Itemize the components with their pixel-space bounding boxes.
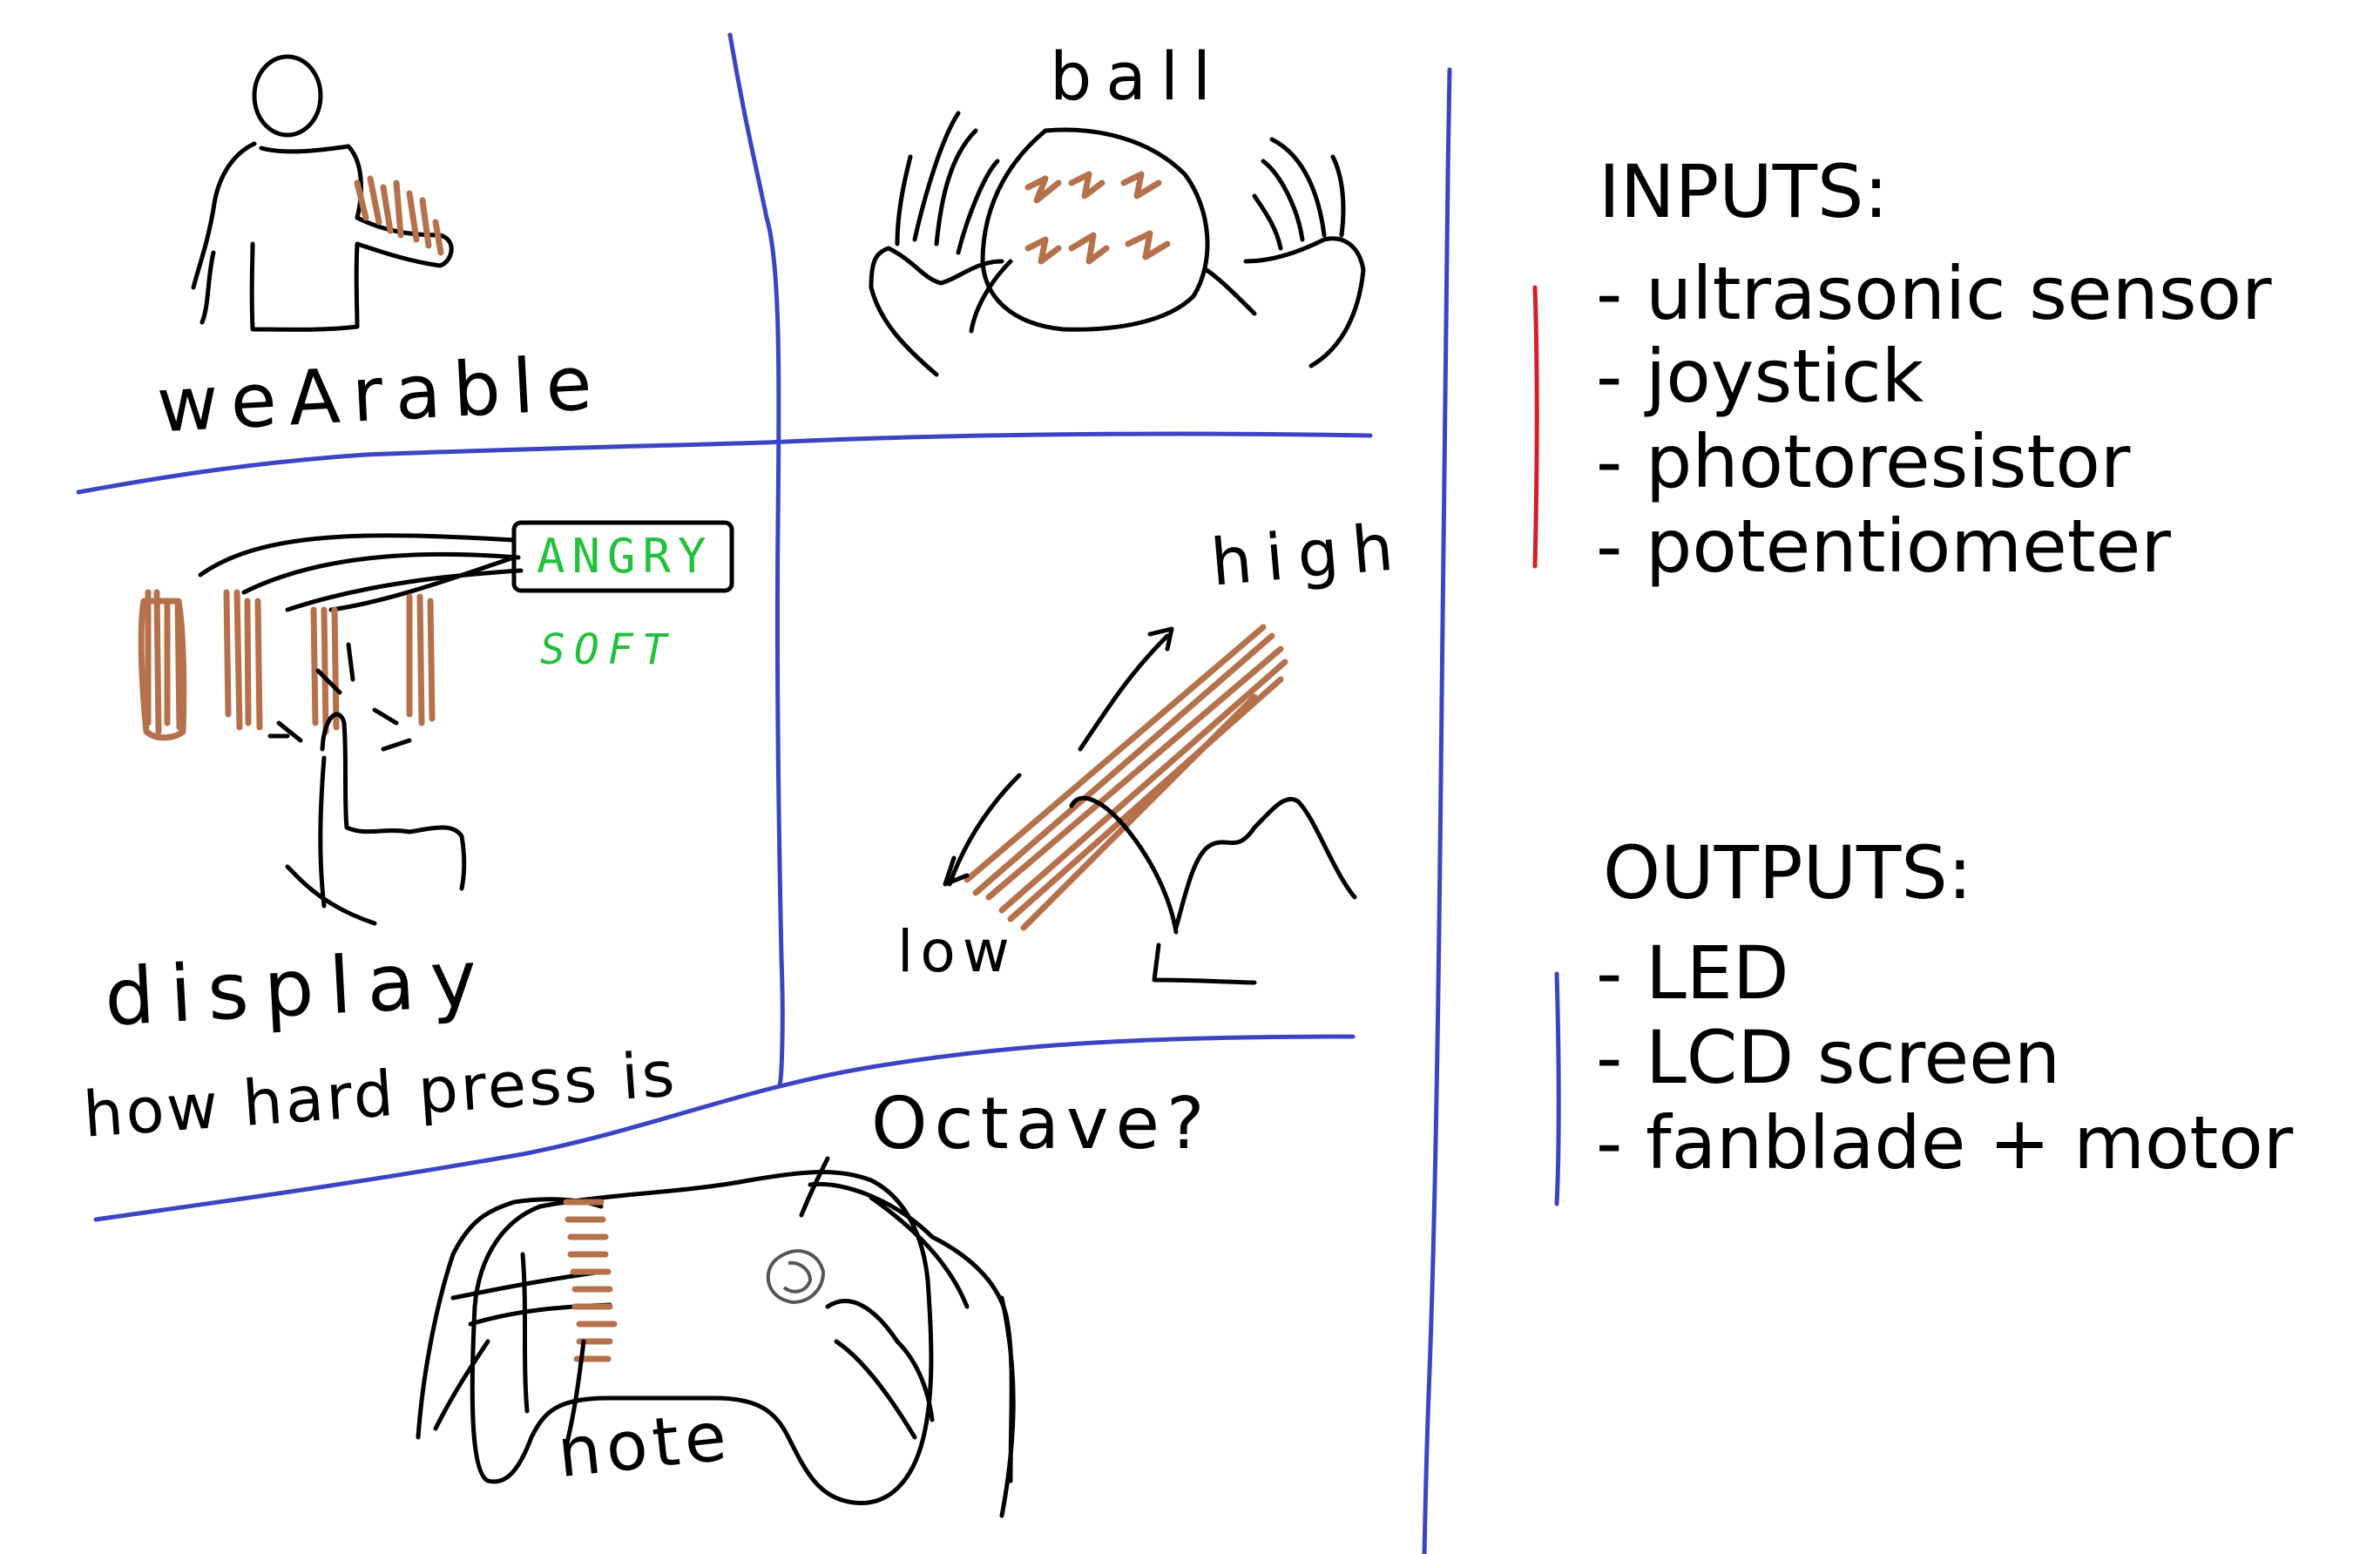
panel-dividers [76,32,1452,1554]
sleeve-shading [354,175,444,256]
controller-left-shading [563,1199,618,1362]
inputs-bracket-line [1532,285,1539,569]
octave-pointer-line [799,1156,830,1218]
wearable-label: weArable [154,339,606,450]
ball-outline [980,127,1210,332]
note-pointer-line [564,1339,586,1449]
strip-outlines [138,598,187,741]
low-arrow [943,773,1022,887]
inputs-item: - joystick [1596,334,1924,419]
controller-outline [470,1170,934,1506]
finger-press [285,712,467,926]
lcd-screen-text: ANGRY [537,529,713,584]
slider-sketch [943,624,1357,985]
display-caption: display [102,932,495,1044]
thumbstick-knob [766,1249,826,1305]
left-hand-sketch [869,111,1013,377]
inputs-item: - photoresistor [1596,419,2131,504]
display-sketch [138,520,734,926]
pressure-strips [145,589,436,735]
press-radiating-lines [267,642,412,752]
outputs-item: - LED [1596,930,1789,1016]
right-hand-on-controller [808,1181,1016,1518]
slider-finger [1069,795,1357,985]
vertical-divider-left [727,32,785,1087]
horizontal-divider-middle [93,1034,1356,1222]
display-wires [198,533,524,612]
person-body-outline [191,141,454,332]
controller-sketch [416,1156,1016,1518]
inputs-heading: INPUTS: [1599,149,1889,234]
vertical-divider-right [1422,67,1452,1554]
octave-label: Octave? [871,1083,1212,1166]
ball-shading [1024,171,1171,265]
outputs-bracket-line [1554,971,1561,1206]
wearable-sketch [191,54,454,332]
ball-sketch [869,111,1366,377]
right-hand-sketch [1204,137,1366,368]
high-arrow [1078,626,1174,752]
left-hand-on-controller [416,1197,612,1440]
inputs-item: - potentiometer [1596,503,2171,589]
inputs-item: - ultrasonic sensor [1596,251,2272,336]
soft-label: SOFT [540,625,676,674]
slider-shading [963,624,1288,931]
outputs-heading: OUTPUTS: [1603,830,1972,916]
outputs-item: - LCD screen [1596,1015,2061,1100]
outputs-item: - fanblade + motor [1596,1100,2294,1186]
ball-label: ball [1050,37,1226,115]
horizontal-divider-top [76,431,1373,495]
note-label: note [553,1396,735,1494]
person-head [252,54,323,138]
high-label: high [1207,509,1410,601]
low-label: low [897,918,1017,985]
